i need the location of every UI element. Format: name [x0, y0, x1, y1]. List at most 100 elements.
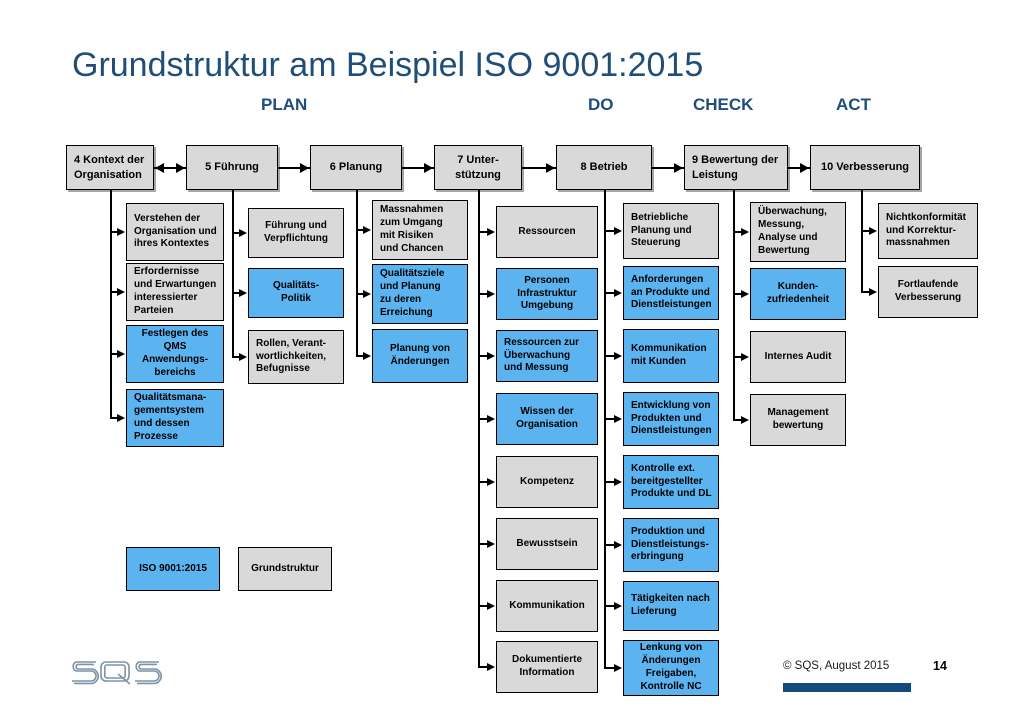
pdca-label-check: CHECK: [693, 95, 754, 114]
branch-line-bewertung-1: [733, 293, 742, 295]
sub-box-unterstuetzung-3[interactable]: Wissen der Organisation: [496, 393, 598, 445]
top-box-1[interactable]: 5 Führung: [186, 145, 278, 190]
branch-line-unterstuetzung-0: [478, 231, 488, 233]
sub-box-planung-2[interactable]: Planung von Änderungen: [372, 329, 468, 383]
sub-box-fuehrung-2[interactable]: Rollen, Verant- wortlichkeiten, Befugnis…: [248, 330, 344, 384]
branch-line-fuehrung-1: [232, 292, 240, 294]
sub-box-kontext-1[interactable]: Erfordernisse und Erwartungen interessie…: [126, 263, 224, 321]
branch-arrow-unterstuetzung-5: [487, 540, 495, 548]
sub-box-unterstuetzung-6[interactable]: Kommunikation: [496, 580, 598, 632]
branch-line-betrieb-2: [604, 355, 615, 357]
branch-line-bewertung-2: [733, 356, 742, 358]
branch-line-betrieb-1: [604, 292, 615, 294]
branch-line-planung-1: [356, 293, 364, 295]
branch-line-kontext-1: [110, 291, 118, 293]
sub-box-kontext-0[interactable]: Verstehen der Organisation und ihres Kon…: [126, 203, 224, 261]
branch-line-kontext-3: [110, 417, 118, 419]
branch-line-fuehrung-0: [232, 232, 240, 234]
branch-line-verbesserung-0: [861, 230, 870, 232]
top-box-5[interactable]: 9 Bewertung der Leistung: [684, 145, 788, 190]
sub-box-bewertung-1[interactable]: Kunden- zufriedenheit: [750, 268, 846, 320]
column-stem-kontext: [110, 190, 112, 418]
column-stem-betrieb: [604, 190, 606, 668]
branch-line-kontext-2: [110, 353, 118, 355]
sub-box-unterstuetzung-4[interactable]: Kompetenz: [496, 456, 598, 508]
branch-line-verbesserung-1: [861, 291, 870, 293]
branch-line-betrieb-0: [604, 230, 615, 232]
top-box-6[interactable]: 10 Verbesserung: [810, 145, 920, 190]
branch-line-betrieb-6: [604, 605, 615, 607]
branch-arrow-betrieb-1: [614, 289, 622, 297]
branch-arrow-fuehrung-2: [239, 353, 247, 361]
top-connector-arrow-right-2: [424, 162, 433, 173]
footer-page-number: 14: [933, 659, 947, 673]
sub-box-bewertung-2[interactable]: Internes Audit: [750, 331, 846, 383]
top-connector-line-4: [652, 166, 684, 169]
sub-box-betrieb-6[interactable]: Tätigkeiten nach Lieferung: [623, 581, 719, 631]
branch-arrow-verbesserung-1: [869, 288, 877, 296]
sub-box-verbesserung-1[interactable]: Fortlaufende Verbesserung: [878, 266, 978, 318]
branch-arrow-kontext-0: [117, 228, 125, 236]
top-connector-line-0: [154, 166, 186, 169]
top-box-2[interactable]: 6 Planung: [310, 145, 402, 190]
sub-box-bewertung-3[interactable]: Management bewertung: [750, 394, 846, 446]
branch-arrow-fuehrung-1: [239, 289, 247, 297]
column-stem-bewertung: [733, 190, 735, 420]
branch-arrow-planung-2: [363, 352, 371, 360]
legend-box-iso[interactable]: ISO 9001:2015: [126, 547, 220, 591]
branch-line-betrieb-7: [604, 667, 615, 669]
branch-arrow-unterstuetzung-0: [487, 228, 495, 236]
branch-line-betrieb-4: [604, 481, 615, 483]
branch-arrow-unterstuetzung-1: [487, 290, 495, 298]
legend-box-grundstruktur[interactable]: Grundstruktur: [238, 547, 332, 591]
sub-box-kontext-3[interactable]: Qualitätsmana- gementsystem und dessen P…: [126, 389, 224, 447]
sub-box-verbesserung-0[interactable]: Nichtkonformität und Korrektur- massnahm…: [878, 203, 978, 259]
top-box-0[interactable]: 4 Kontext der Organisation: [66, 145, 154, 190]
top-connector-line-5: [788, 166, 810, 169]
sub-box-unterstuetzung-1[interactable]: Personen Infrastruktur Umgebung: [496, 268, 598, 320]
sub-box-fuehrung-0[interactable]: Führung und Verpflichtung: [248, 208, 344, 258]
branch-arrow-betrieb-0: [614, 227, 622, 235]
branch-line-fuehrung-2: [232, 356, 240, 358]
top-connector-arrow-left-0: [155, 162, 164, 173]
sub-box-betrieb-3[interactable]: Entwicklung von Produkten und Dienstleis…: [623, 392, 719, 446]
sub-box-betrieb-2[interactable]: Kommunikation mit Kunden: [623, 329, 719, 383]
top-connector-arrow-right-3: [546, 162, 555, 173]
sub-box-unterstuetzung-5[interactable]: Bewusstsein: [496, 518, 598, 570]
top-connector-arrow-right-4: [674, 162, 683, 173]
branch-line-unterstuetzung-2: [478, 355, 488, 357]
branch-arrow-kontext-2: [117, 350, 125, 358]
top-connector-arrow-right-1: [300, 162, 309, 173]
sub-box-unterstuetzung-7[interactable]: Dokumentierte Information: [496, 641, 598, 693]
branch-line-bewertung-0: [733, 231, 742, 233]
top-connector-line-3: [522, 166, 556, 169]
sub-box-betrieb-5[interactable]: Produktion und Dienstleistungs- erbringu…: [623, 518, 719, 572]
sub-box-unterstuetzung-0[interactable]: Ressourcen: [496, 206, 598, 258]
branch-arrow-unterstuetzung-6: [487, 602, 495, 610]
top-connector-line-1: [278, 166, 310, 169]
sub-box-planung-0[interactable]: Massnahmen zum Umgang mit Risiken und Ch…: [372, 200, 468, 260]
sub-box-bewertung-0[interactable]: Überwachung, Messung, Analyse und Bewert…: [750, 202, 846, 262]
sub-box-betrieb-7[interactable]: Lenkung von Änderungen Freigaben, Kontro…: [623, 640, 719, 696]
branch-arrow-betrieb-6: [614, 602, 622, 610]
column-stem-unterstuetzung: [478, 190, 480, 667]
sub-box-fuehrung-1[interactable]: Qualitäts- Politik: [248, 268, 344, 318]
sub-box-planung-1[interactable]: Qualitätsziele und Planung zu deren Erre…: [372, 264, 468, 324]
branch-arrow-bewertung-1: [741, 290, 749, 298]
sub-box-betrieb-1[interactable]: Anforderungen an Produkte und Dienstleis…: [623, 266, 719, 320]
sub-box-betrieb-4[interactable]: Kontrolle ext. bereitgestellter Produkte…: [623, 455, 719, 509]
branch-arrow-betrieb-7: [614, 664, 622, 672]
sub-box-unterstuetzung-2[interactable]: Ressourcen zur Überwachung und Messung: [496, 330, 598, 382]
branch-arrow-bewertung-2: [741, 353, 749, 361]
column-stem-planung: [356, 190, 358, 356]
branch-arrow-verbesserung-0: [869, 227, 877, 235]
top-connector-arrow-right-5: [800, 162, 809, 173]
branch-arrow-planung-1: [363, 290, 371, 298]
column-stem-fuehrung: [232, 190, 234, 357]
top-box-3[interactable]: 7 Unter- stützung: [434, 145, 522, 190]
sub-box-kontext-2[interactable]: Festlegen des QMS Anwendungs- bereichs: [126, 325, 224, 383]
sub-box-betrieb-0[interactable]: Betriebliche Planung und Steuerung: [623, 203, 719, 259]
branch-arrow-unterstuetzung-3: [487, 415, 495, 423]
branch-arrow-bewertung-3: [741, 416, 749, 424]
top-box-4[interactable]: 8 Betrieb: [556, 145, 652, 190]
